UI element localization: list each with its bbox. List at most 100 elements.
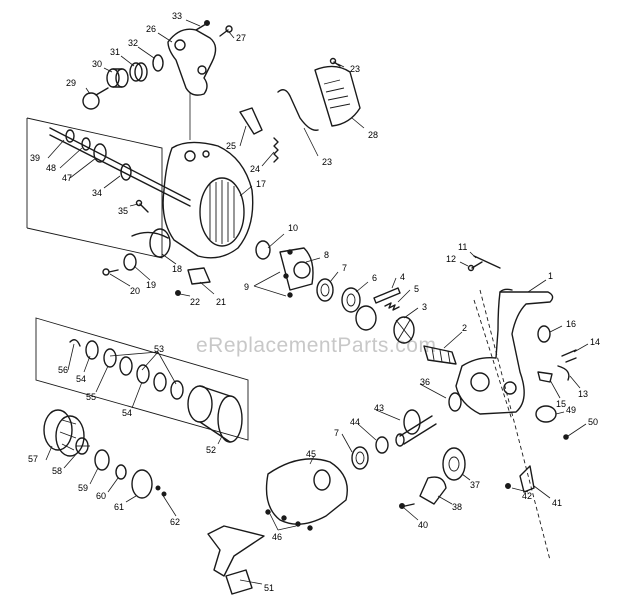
callout-36: 36 [420,377,430,387]
callout-6: 6 [372,273,377,283]
clip-22-21 [175,267,211,296]
callout-7a: 7 [342,263,347,273]
callout-27: 27 [236,33,246,43]
part-59 [94,449,110,471]
bail-wire-plate-28 [314,65,361,127]
callout-25: 25 [226,141,236,151]
screw-33 [195,20,210,31]
callout-9: 9 [244,282,249,292]
screws-62 [155,485,167,497]
callout-19: 19 [146,280,156,290]
washer-32 [152,54,164,72]
callout-61: 61 [114,502,124,512]
washer-10 [255,240,271,260]
crank-handle-51 [207,525,265,595]
callout-44: 44 [350,417,360,427]
callout-57: 57 [28,454,38,464]
callout-11: 11 [458,242,467,252]
callout-50: 50 [588,417,598,427]
callout-38: 38 [452,502,462,512]
callout-23b: 23 [322,157,332,167]
rotor-housing-17 [162,141,254,259]
callout-17: 17 [256,179,266,189]
callout-40: 40 [418,520,428,530]
part-58 [75,437,90,455]
callout-labels: 33 27 26 32 31 30 29 23 28 25 23 24 39 4… [28,11,600,593]
bail-arm-upper [167,28,217,140]
washer-44 [375,436,389,454]
bearing-7b [351,446,369,470]
dashed-guides [473,289,551,561]
callout-14: 14 [590,337,600,347]
side-cover-45 [265,458,348,525]
roller-30 [106,68,129,88]
callout-53: 53 [154,344,164,354]
callout-33: 33 [172,11,182,21]
spring-5 [384,302,400,311]
callout-30: 30 [92,59,102,69]
callout-5: 5 [414,284,419,294]
callout-39: 39 [30,153,40,163]
bearing-7 [316,278,334,302]
main-gear-shaft-43 [395,409,437,447]
main-gear-37 [442,447,466,481]
callout-34: 34 [92,188,102,198]
part-13-15 [537,365,570,383]
callout-46: 46 [272,532,282,542]
clutch-3 [355,305,415,344]
callout-35: 35 [118,206,128,216]
watermark-text: eReplacementParts.com [196,334,436,357]
callout-28: 28 [368,130,378,140]
callout-10: 10 [288,223,298,233]
callout-58: 58 [52,466,62,476]
pin-4 [373,287,401,304]
part-60 [115,464,127,480]
leader-lines [45,19,589,585]
callout-54a: 54 [76,374,86,384]
screws-46 [265,509,313,531]
drag-stack-frame [35,317,249,441]
cap-49 [535,405,557,423]
line-roller-cap-29 [82,87,109,110]
callout-43: 43 [374,403,384,413]
left-shaft-frame [26,117,163,259]
callout-59: 59 [78,483,88,493]
screw-40 [399,503,415,509]
callout-29: 29 [66,78,76,88]
callout-60: 60 [96,491,106,501]
callout-23a: 23 [350,64,360,74]
callout-3: 3 [422,302,427,312]
callout-62: 62 [170,517,180,527]
callout-22: 22 [190,297,200,307]
pin-11 [473,255,501,269]
screw-12 [467,261,483,272]
screw-23-top [329,57,341,67]
callout-51: 51 [264,583,274,593]
callout-37: 37 [470,480,480,490]
drag-washers [69,339,184,400]
drag-knob-57 [43,409,85,457]
part-61 [131,469,153,499]
callout-15: 15 [556,399,566,409]
callout-2: 2 [462,323,467,333]
callout-16: 16 [566,319,576,329]
main-shaft [49,127,191,207]
callout-32: 32 [128,38,138,48]
callout-20: 20 [130,286,140,296]
part-41-42 [505,465,535,493]
callout-8: 8 [324,250,329,260]
screw-20 [102,268,119,276]
bearing-6 [341,287,361,313]
bushing-31 [129,62,148,82]
callout-13: 13 [578,389,588,399]
reel-body-1 [455,288,554,415]
callout-18: 18 [172,264,182,274]
screw-50 [563,434,569,440]
bracket-8 [279,247,314,291]
screws-9 [283,249,293,298]
callout-24: 24 [250,164,260,174]
bail-trip-25 [239,107,263,135]
callout-42: 42 [522,491,532,501]
knob-16 [537,325,551,343]
